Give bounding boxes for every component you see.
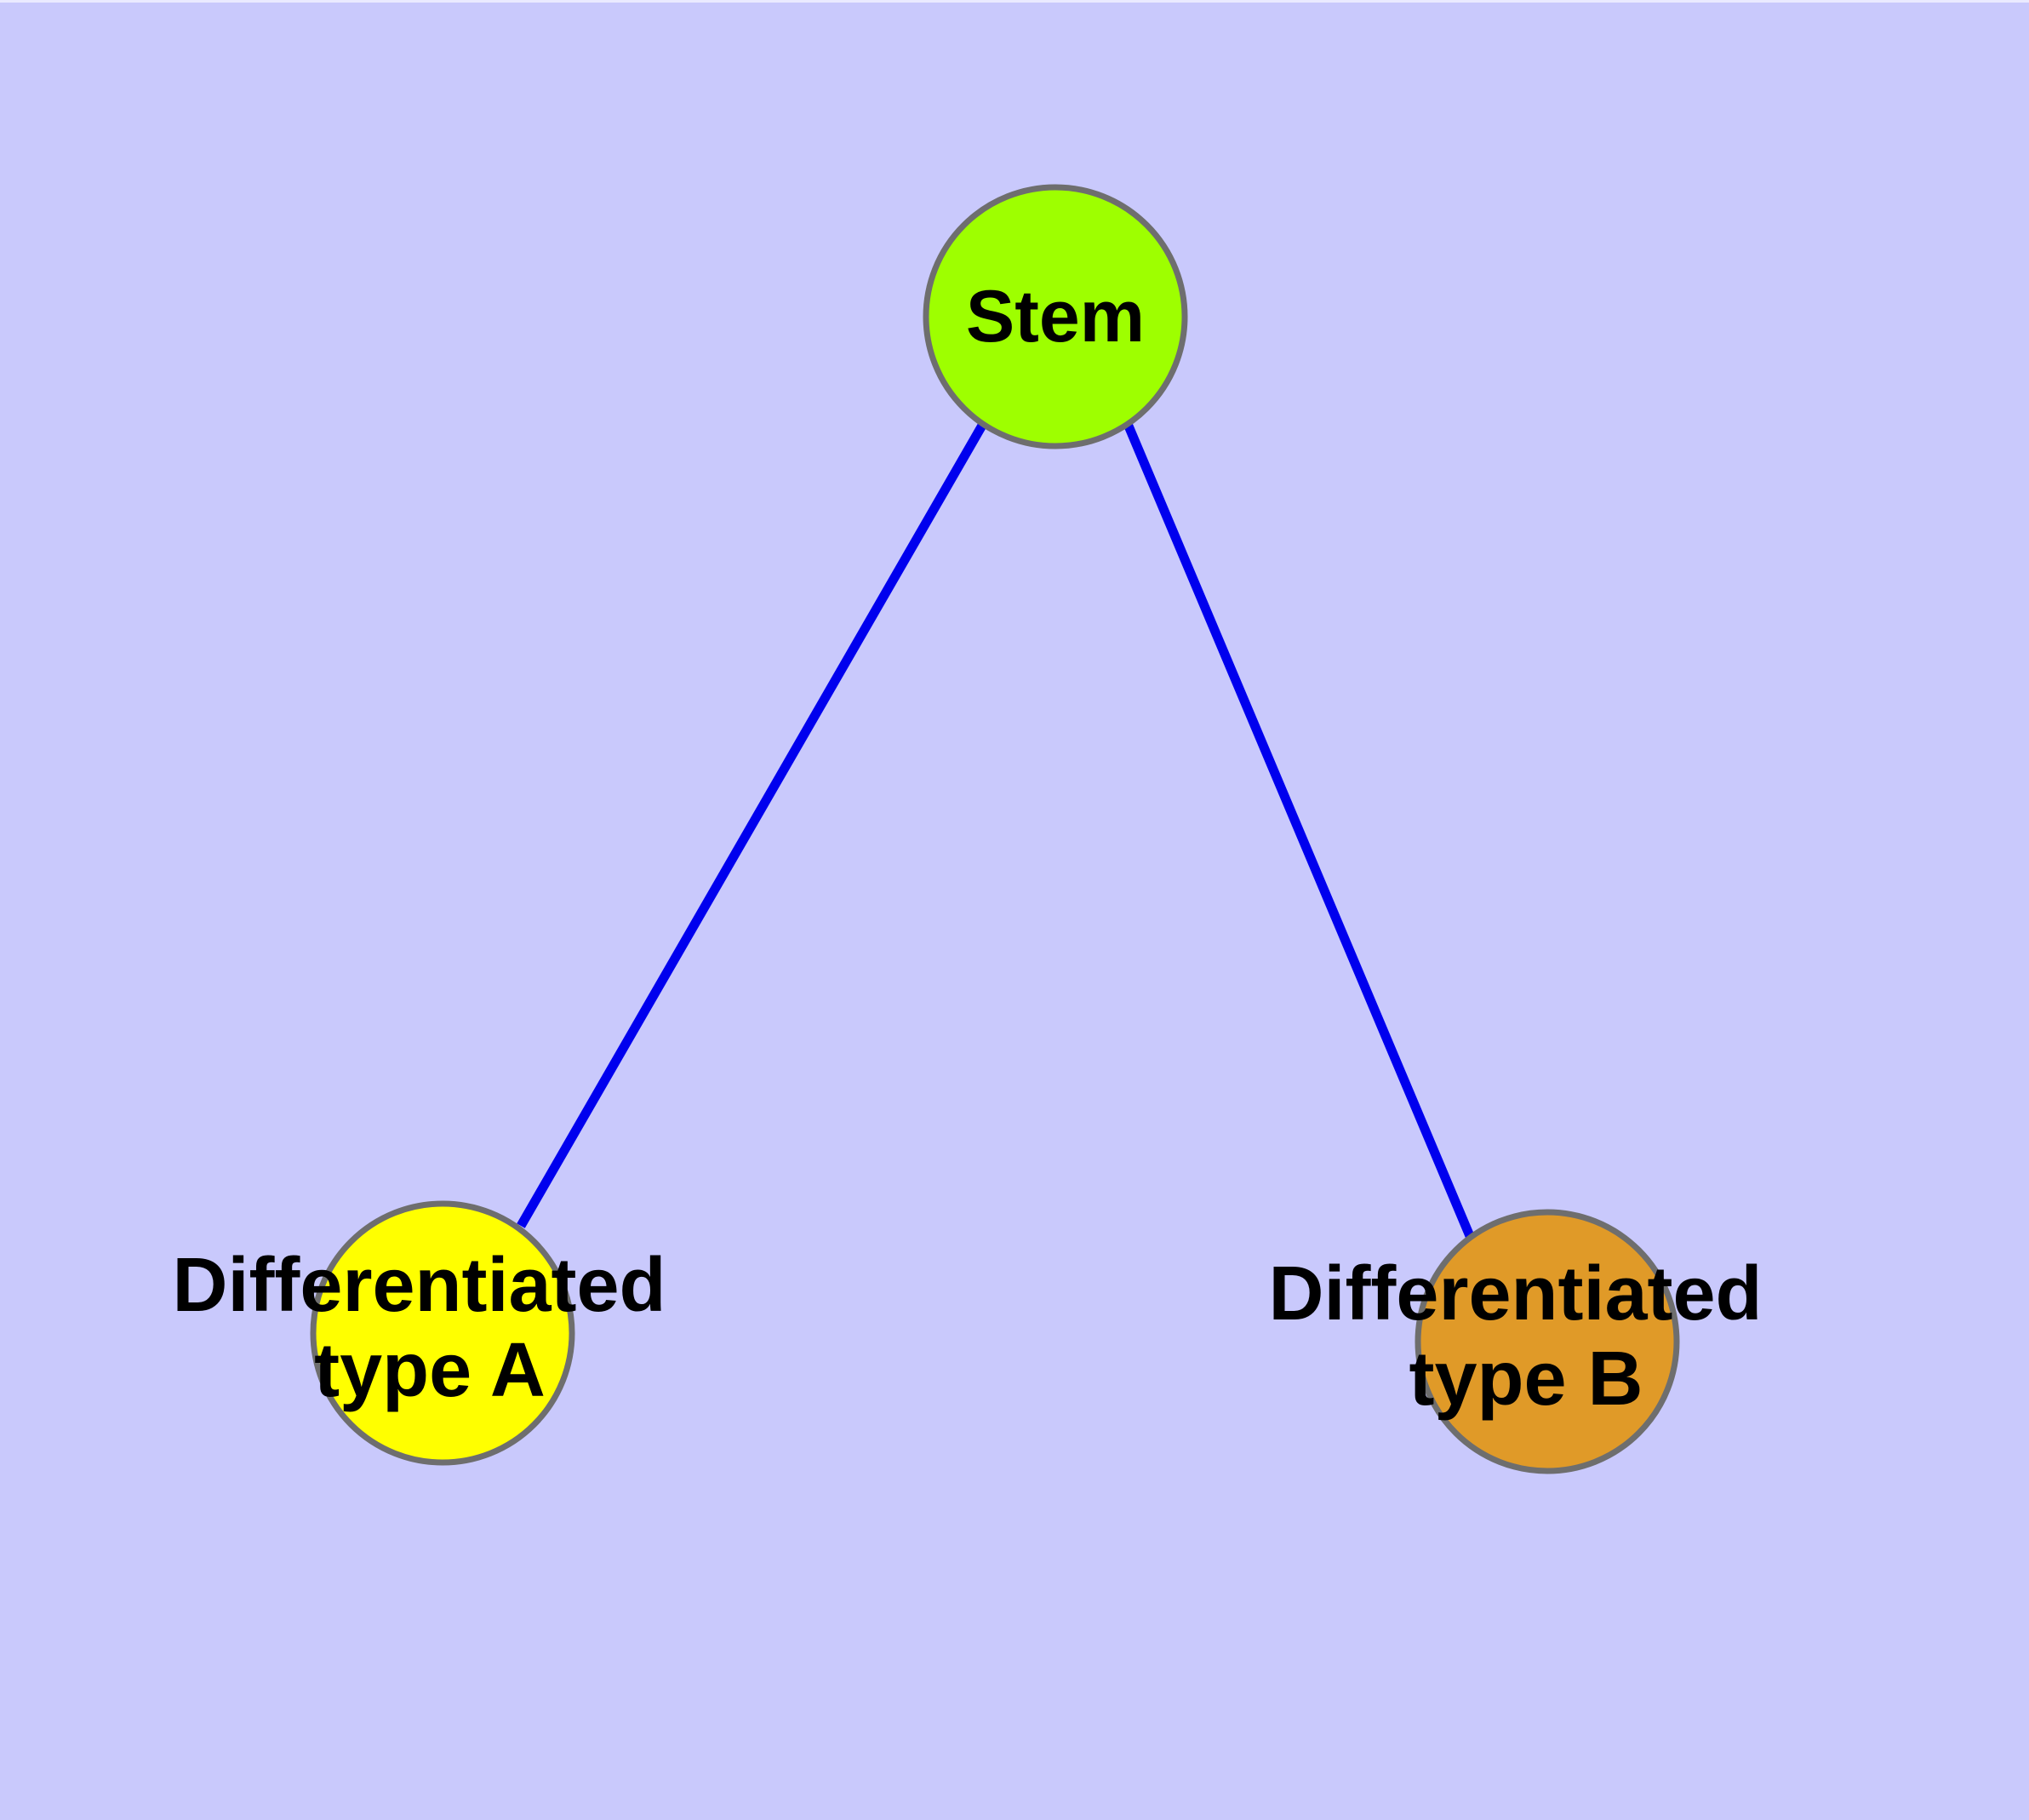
node-diff-b-label-line-1: Differentiated bbox=[1268, 1251, 1762, 1336]
node-diff-b-label: Differentiated type B bbox=[1268, 1251, 1783, 1422]
node-stem[interactable]: Stem bbox=[923, 184, 1188, 449]
node-diff-a-circle[interactable] bbox=[310, 1200, 575, 1466]
edge-group bbox=[517, 421, 1475, 1239]
node-stem-label-line-1: Stem bbox=[966, 276, 1145, 358]
node-diff-a[interactable]: Differentiated type A bbox=[172, 1200, 687, 1466]
node-diff-b-label-line-2: type B bbox=[1409, 1336, 1643, 1422]
node-diff-b[interactable]: Differentiated type B bbox=[1268, 1209, 1783, 1474]
node-diff-a-label-line-1: Differentiated bbox=[172, 1243, 666, 1328]
node-diff-a-label: Differentiated type A bbox=[172, 1243, 687, 1413]
node-group: Stem Differentiated type A Differentiate… bbox=[172, 184, 1783, 1474]
canvas-top-edge-strip bbox=[0, 0, 2029, 3]
node-stem-label: Stem bbox=[966, 276, 1145, 358]
edge-stem-to-diff-a[interactable] bbox=[517, 421, 987, 1228]
node-diff-b-circle[interactable] bbox=[1415, 1209, 1680, 1474]
edge-stem-to-diff-b[interactable] bbox=[1123, 421, 1475, 1239]
node-stem-circle[interactable] bbox=[923, 184, 1188, 449]
node-diff-a-label-line-2: type A bbox=[314, 1328, 546, 1413]
